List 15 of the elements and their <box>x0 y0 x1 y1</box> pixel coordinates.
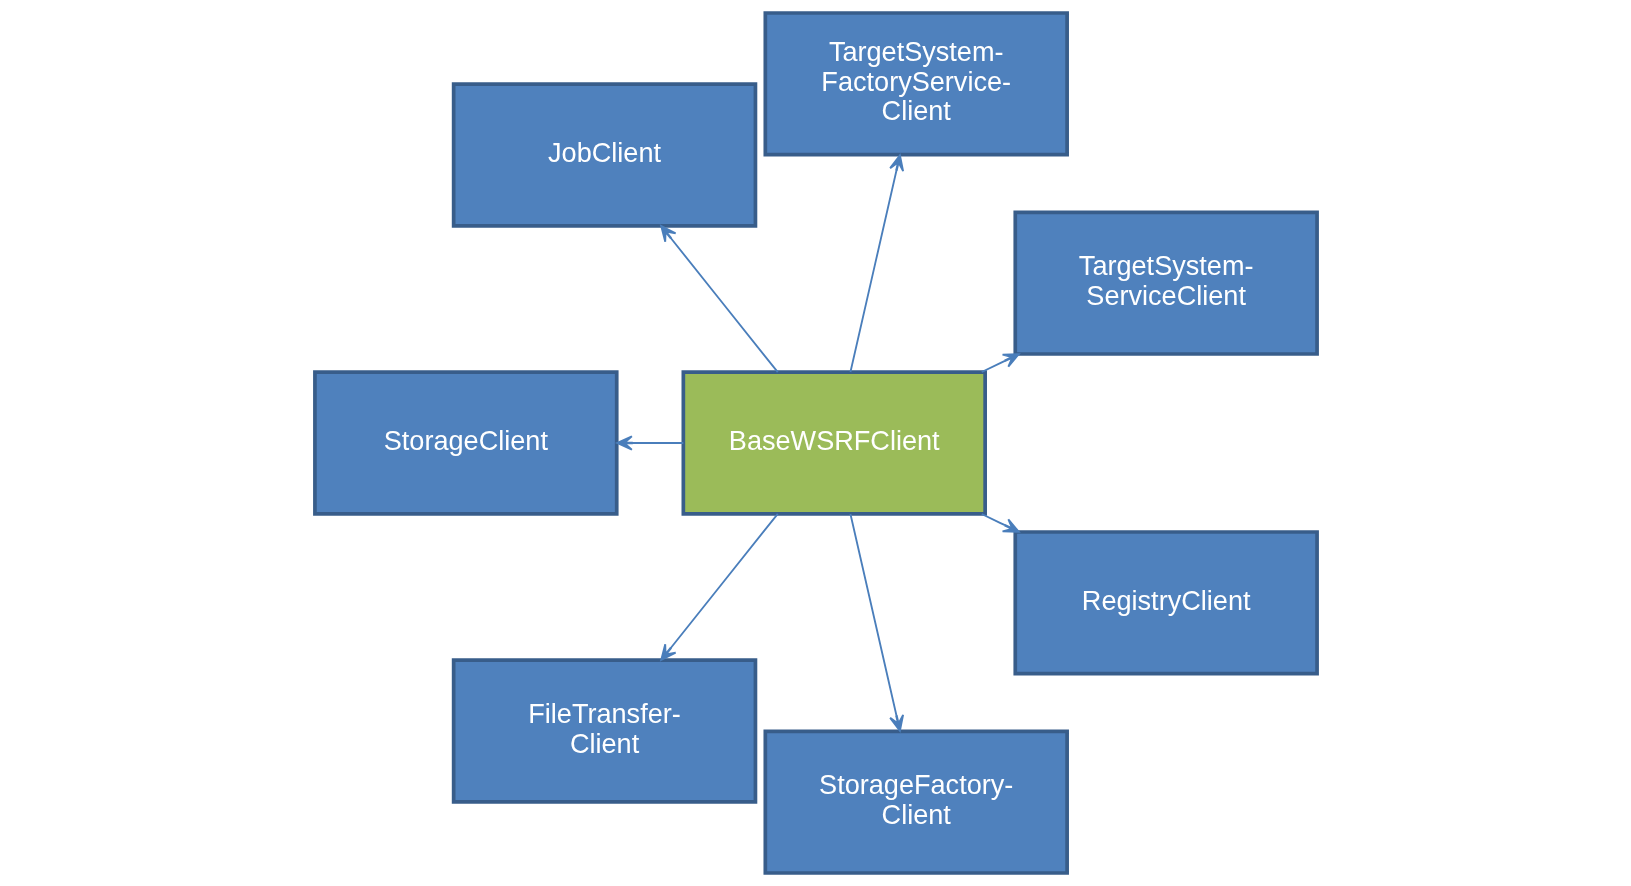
arrow <box>849 154 904 373</box>
arrow <box>615 435 684 451</box>
node-box: JobClient <box>451 82 757 228</box>
node-box: TargetSystem- ServiceClient <box>1012 210 1319 356</box>
node-box: RegistryClient <box>1012 530 1319 676</box>
arrow <box>980 353 1020 373</box>
node-box: BaseWSRFClient <box>681 370 987 516</box>
node-box: StorageFactory- Client <box>762 729 1069 875</box>
arrow <box>980 513 1020 533</box>
node-box: StorageClient <box>312 370 619 516</box>
arrow <box>849 513 904 732</box>
arrow <box>659 225 779 374</box>
node-box: FileTransfer- Client <box>451 658 757 804</box>
node-box: TargetSystem- FactoryService- Client <box>762 11 1069 157</box>
arrow <box>659 512 779 661</box>
